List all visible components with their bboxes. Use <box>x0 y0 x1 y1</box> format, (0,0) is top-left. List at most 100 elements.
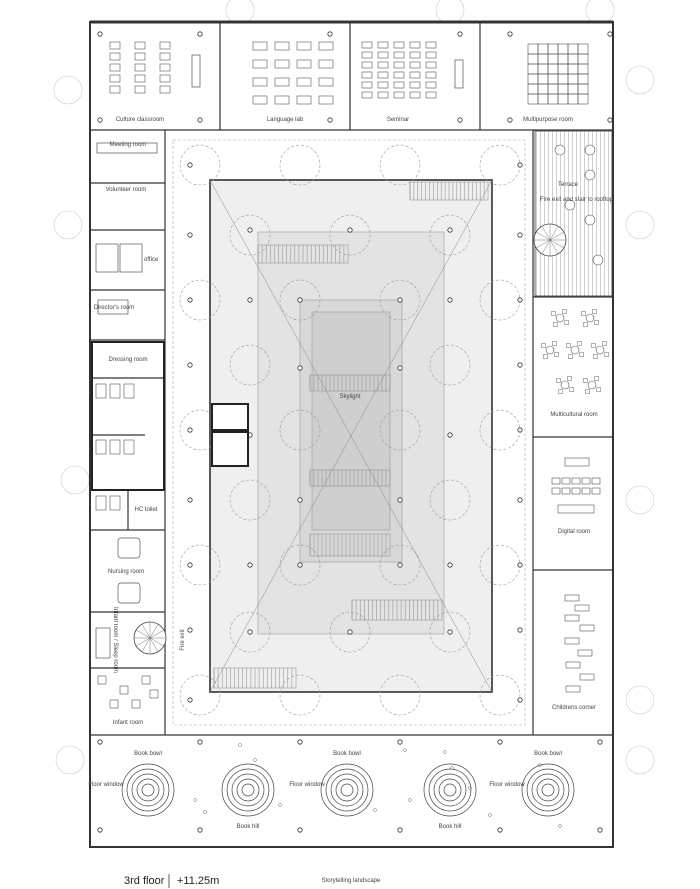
dot <box>538 763 542 767</box>
desk <box>296 95 312 105</box>
desk <box>252 59 268 69</box>
desk <box>377 41 389 49</box>
canopy-circle <box>229 214 271 256</box>
room-label-digital: Digital room <box>558 529 590 535</box>
bowl-ring <box>131 773 165 807</box>
tree <box>53 75 83 105</box>
label-floor-window: Floor window <box>88 782 124 788</box>
desk <box>361 71 373 79</box>
dot <box>238 743 242 747</box>
play-blocks <box>97 675 159 709</box>
terrace-table <box>592 254 604 266</box>
room-label-hc-toilet: HC toilet <box>134 507 157 513</box>
bowl-ring <box>221 763 275 817</box>
desk <box>109 85 121 94</box>
step-band <box>309 374 391 392</box>
round-table <box>545 345 555 355</box>
spiral-stair-treads <box>534 224 566 256</box>
dot <box>450 766 454 770</box>
dot <box>443 750 447 754</box>
play-block <box>109 699 119 709</box>
column <box>187 297 193 303</box>
skylight-diagonals <box>209 179 493 693</box>
chair <box>553 322 558 327</box>
stair-tread <box>141 624 151 639</box>
canopy-circle <box>379 544 421 586</box>
terrace-tables <box>554 144 604 266</box>
canopy-circle <box>279 279 321 321</box>
top-rooms <box>90 22 613 131</box>
tree <box>435 0 465 25</box>
chair <box>594 376 599 381</box>
tree <box>625 685 655 715</box>
desk <box>551 477 561 485</box>
book-bowls <box>121 763 575 817</box>
bowl-ring <box>531 773 565 807</box>
screen <box>564 457 590 467</box>
desk-row <box>557 504 595 514</box>
chair <box>568 354 573 359</box>
canopy-circle <box>429 479 471 521</box>
label-floor-window: Floor window <box>289 782 325 788</box>
chair <box>592 309 597 314</box>
bowl-ring <box>541 783 555 797</box>
terrace-deck <box>534 130 613 297</box>
chair <box>551 311 556 316</box>
desk <box>571 487 581 495</box>
desk <box>591 477 601 485</box>
column <box>447 562 453 568</box>
teacher-desk <box>191 54 201 88</box>
chair <box>566 343 571 348</box>
desk <box>361 51 373 59</box>
stair-tread <box>149 637 159 652</box>
column <box>517 497 523 503</box>
chair <box>594 320 599 325</box>
column <box>347 629 353 635</box>
dot <box>373 808 377 812</box>
column <box>247 629 253 635</box>
spiral-stair-treads <box>134 622 166 654</box>
room-label-multipurpose: Multipurpose room <box>523 117 573 123</box>
desk <box>377 71 389 79</box>
desk-grid-seminar <box>361 41 437 99</box>
chair <box>569 387 574 392</box>
column <box>297 827 303 833</box>
canopy-circle <box>279 674 321 716</box>
canopy-circle <box>329 214 371 256</box>
step-band <box>409 181 489 201</box>
skylight <box>311 311 391 531</box>
column <box>397 827 403 833</box>
canopy-circle <box>179 674 221 716</box>
dot <box>408 798 412 802</box>
label-book-hill: Book hill <box>237 824 260 830</box>
bowl-ring <box>536 778 560 802</box>
desk <box>409 41 421 49</box>
multicultural-tables <box>541 309 609 394</box>
desk <box>318 41 334 51</box>
column <box>187 497 193 503</box>
desk <box>252 41 268 51</box>
bowl-ring <box>136 778 160 802</box>
chair <box>554 352 559 357</box>
label-book-bowl: Book bowl <box>534 751 562 757</box>
step-band <box>257 244 349 264</box>
round-table <box>560 380 570 390</box>
round-table <box>570 345 580 355</box>
column <box>347 227 353 233</box>
canopy-circle <box>479 544 521 586</box>
canopy-circle <box>179 544 221 586</box>
desk <box>409 91 421 99</box>
tree <box>625 65 655 95</box>
block <box>564 637 580 645</box>
step-band <box>309 469 391 487</box>
desk <box>109 41 121 50</box>
room-label-culture-classroom: Culture classroom <box>116 117 164 123</box>
desk <box>109 63 121 72</box>
room-label-infant-sleep: Infant room / Sleep room <box>112 607 118 673</box>
desk <box>581 477 591 485</box>
column <box>457 31 463 37</box>
column <box>517 362 523 368</box>
bowl-ring <box>231 773 265 807</box>
canopy-circle <box>229 479 271 521</box>
